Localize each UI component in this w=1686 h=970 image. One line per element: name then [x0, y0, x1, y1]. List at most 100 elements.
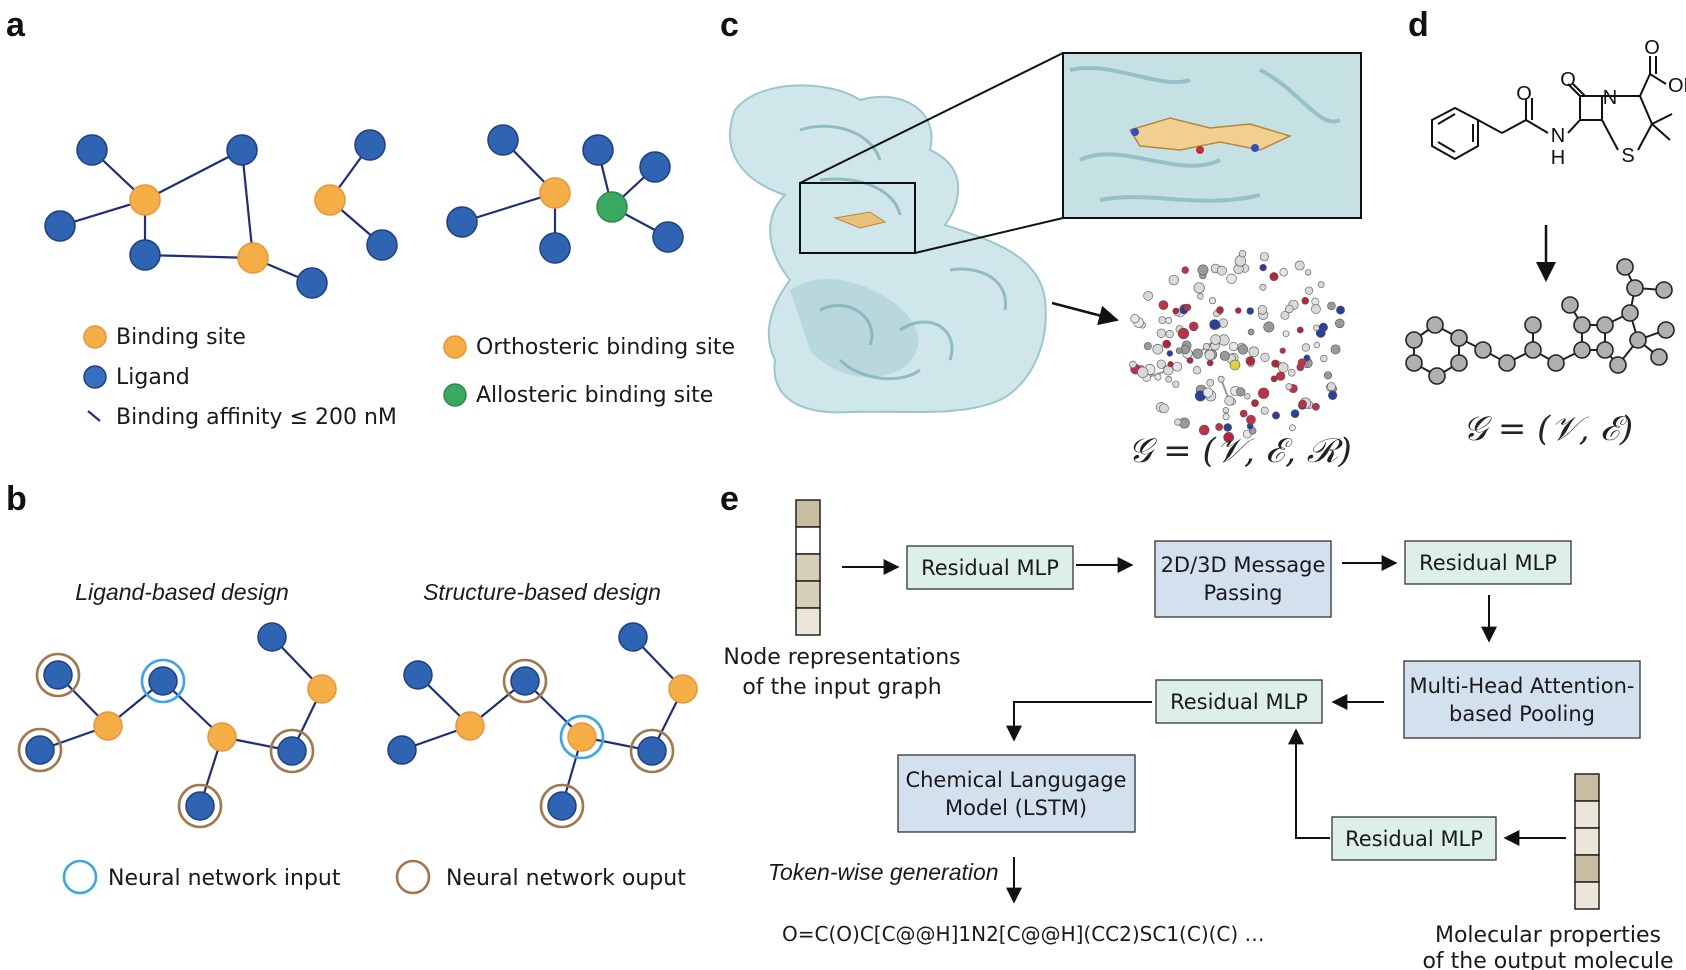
ligand-node: [446, 206, 478, 238]
atom: [1172, 307, 1180, 315]
ligand-node: [637, 736, 667, 766]
atom: [1318, 322, 1328, 332]
penicillin-atom-labels: O N H O N S O OH: [1516, 37, 1686, 169]
token-wise-label: Token-wise generation: [768, 859, 999, 885]
ligand-node: [510, 666, 540, 696]
graph-node: [1616, 258, 1634, 276]
atom: [1198, 424, 1210, 436]
atom: [1280, 310, 1290, 320]
atom: [1285, 383, 1293, 391]
atom: [1248, 346, 1260, 358]
atom: [1260, 352, 1270, 362]
ligand-node: [387, 735, 417, 765]
atom: [1217, 375, 1225, 383]
atom: [1311, 297, 1320, 306]
graph-node: [1626, 279, 1644, 297]
atom: [1244, 393, 1251, 400]
residual-mlp-label: Residual MLP: [1419, 551, 1557, 575]
atom-h: H: [1551, 147, 1565, 169]
atom: [1226, 273, 1237, 284]
nn-output-ring: [17, 727, 63, 773]
binding-site-node: [207, 722, 237, 752]
atom: [1216, 306, 1224, 314]
smiles-output: O=C(O)C[C@@H]1N2[C@@H](CC2)SC1(C)(C) …: [782, 922, 1265, 946]
atom: [1154, 373, 1162, 381]
panel-b: b Ligand-based design Structure-based de…: [6, 480, 698, 895]
atom: [1166, 350, 1174, 357]
molecule-graph-formula: 𝒢 = (𝒱, ℰ): [1463, 409, 1633, 449]
atom: [1165, 330, 1174, 339]
atom: [1238, 250, 1247, 258]
allosteric-site-node: [596, 191, 628, 223]
atom: [1193, 282, 1205, 294]
atom: [1192, 348, 1203, 359]
atom: [1246, 307, 1254, 315]
atom: [1177, 327, 1190, 340]
atom: [1168, 274, 1180, 286]
atom-s: S: [1621, 145, 1634, 167]
ligand-node: [403, 660, 433, 690]
atom: [1311, 402, 1320, 411]
atom: [1209, 297, 1217, 305]
ligand-based-title: Ligand-based design: [75, 579, 289, 605]
residual-mlp-box-2: Residual MLP: [1404, 540, 1572, 585]
nn-output-ring: [35, 652, 81, 698]
binding-site-node: [455, 711, 485, 741]
atom: [1313, 341, 1320, 349]
atom: [1272, 411, 1280, 420]
atom: [1246, 414, 1256, 425]
atom: [1197, 293, 1204, 300]
ligand-node: [129, 239, 161, 271]
message-passing-label-2: Passing: [1204, 581, 1283, 605]
protein-atom-cloud: [1129, 250, 1345, 443]
atom: [1305, 269, 1312, 276]
panel-c-letter: c: [720, 6, 739, 44]
atom: [1297, 358, 1307, 367]
atom: [1287, 368, 1296, 377]
atom: [1188, 321, 1199, 332]
mol-props-label-2: of the output molecule: [1422, 949, 1673, 970]
atom: [1326, 382, 1336, 391]
clm-label-2: Model (LSTM): [945, 796, 1087, 820]
atom: [1204, 349, 1216, 361]
atom: [1320, 354, 1328, 363]
atom: [1162, 339, 1172, 349]
nn-input-ring: [559, 714, 605, 760]
nn-output-ring: [539, 783, 585, 829]
atom: [1327, 301, 1336, 311]
atom: [1276, 371, 1286, 381]
graph-node: [1657, 321, 1675, 339]
graph-node: [1524, 316, 1542, 334]
orthosteric-swatch: [443, 335, 467, 359]
message-passing-label: 2D/3D Message: [1161, 553, 1326, 577]
atom: [1259, 252, 1269, 262]
atom: [1192, 366, 1202, 375]
atom: [1317, 281, 1325, 288]
molecular-graph: [1405, 258, 1675, 385]
ligand-node: [148, 666, 178, 696]
residual-mlp-label: Residual MLP: [1170, 690, 1308, 714]
atom: [1181, 266, 1189, 274]
nn-output-ring: [629, 728, 675, 774]
atom: [1247, 328, 1255, 336]
panel-a: a: [6, 6, 735, 430]
legend-nn-input: Neural network input: [108, 866, 341, 891]
panel-d: d O: [1405, 6, 1686, 449]
binding-site-node: [237, 242, 269, 274]
nn-output-ring: [269, 728, 315, 774]
legend-ligand: Ligand: [116, 365, 190, 390]
atom: [1143, 290, 1154, 301]
nn-input-ring: [140, 658, 186, 704]
atom: [1305, 286, 1314, 295]
node-repr-label: Node representations: [723, 645, 960, 670]
atom: [1172, 380, 1180, 388]
attention-pooling-label: Multi-Head Attention-: [1410, 674, 1635, 698]
atom: [1206, 379, 1215, 387]
graph-node: [1573, 341, 1591, 359]
nn-output-ring: [177, 783, 223, 829]
residual-mlp-label: Residual MLP: [1345, 827, 1483, 851]
atom-o: O: [1516, 83, 1532, 105]
legend-allosteric: Allosteric binding site: [476, 383, 713, 408]
graph-node: [1428, 367, 1446, 385]
